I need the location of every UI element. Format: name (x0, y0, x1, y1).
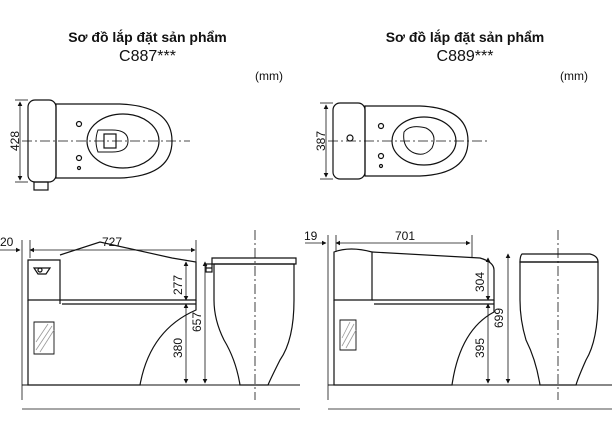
unit-label: (mm) (560, 69, 588, 83)
c887-length-value: 727 (102, 235, 122, 249)
c887-width-value: 428 (8, 131, 22, 151)
c889-tank-height-value: 304 (473, 272, 487, 292)
c889-width-dimension (320, 102, 333, 180)
unit-label: (mm) (255, 69, 283, 83)
c887-tank-height-value: 277 (171, 275, 185, 295)
c887-offset-value: 20 (0, 235, 14, 249)
panel-c887: Sơ đồ lắp đặt sản phẩm C887*** (mm) (0, 0, 300, 429)
c889-outlet-hatch (341, 321, 357, 349)
c889-height-dimensions (485, 253, 511, 384)
c889-offset-value: 19 (304, 229, 318, 243)
c889-outlet-height-value: 395 (473, 338, 487, 358)
c887-front-view (205, 257, 297, 386)
c889-width-value: 387 (314, 131, 328, 151)
c887-top-view (27, 99, 173, 191)
c887-width-dimension (15, 99, 28, 183)
c887-total-height-value: 657 (190, 312, 204, 332)
model-number: C889*** (436, 48, 494, 65)
c887-outlet-height-value: 380 (171, 338, 185, 358)
diagram-title: Sơ đồ lắp đặt sản phẩm (68, 29, 227, 45)
c889-total-height-value: 699 (492, 308, 506, 328)
c887-side-view (21, 240, 197, 400)
c887-outlet-hatch (35, 323, 55, 353)
model-number: C887*** (119, 48, 176, 65)
panel-c889: Sơ đồ lắp đặt sản phẩm C889*** (mm) (315, 0, 615, 429)
c887-length-dimension (0, 240, 197, 262)
c889-length-dimension (305, 235, 473, 258)
diagram-title: Sơ đồ lắp đặt sản phẩm (385, 29, 545, 45)
c889-length-value: 701 (395, 229, 415, 243)
c887-height-dimensions (183, 261, 208, 384)
